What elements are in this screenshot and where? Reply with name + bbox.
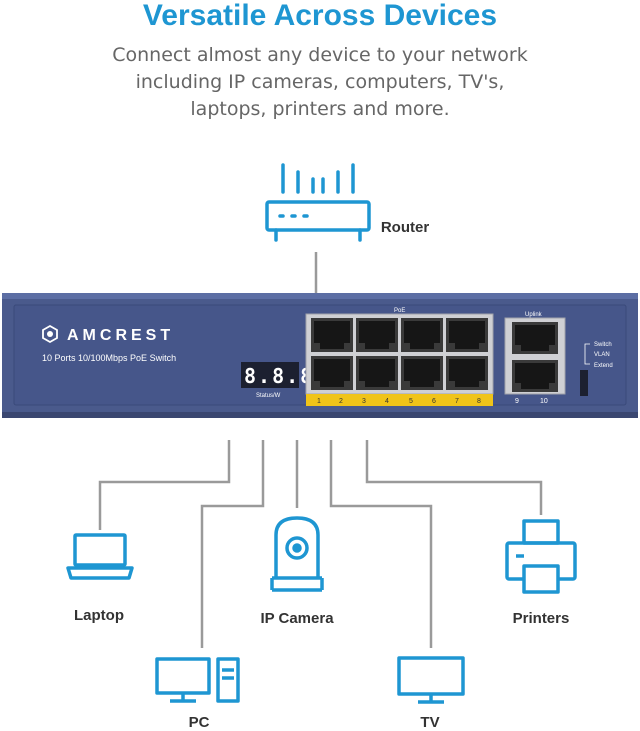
ip-camera-label: IP Camera [260, 610, 334, 627]
poe-ports [311, 318, 488, 390]
ethernet-port [446, 318, 488, 352]
printer-connector [365, 440, 543, 515]
port-number: 3 [362, 398, 366, 405]
printer-icon [505, 519, 577, 594]
page-subtitle: Connect almost any device to your networ… [0, 42, 640, 123]
router-icon [265, 163, 371, 242]
pc-label: PC [188, 714, 210, 731]
subtitle-line-1: Connect almost any device to your networ… [112, 44, 528, 66]
ethernet-port [311, 318, 353, 352]
mode-selector [580, 370, 588, 396]
port-numbers: 1 2 3 4 5 6 7 8 [317, 398, 481, 405]
network-switch: AMCREST 10 Ports 10/100Mbps PoE Switch 8… [2, 293, 638, 418]
port-number: 2 [339, 398, 343, 405]
brand-name: AMCREST [67, 327, 174, 344]
port-number: 4 [385, 398, 389, 405]
ethernet-port [401, 318, 443, 352]
ethernet-port [356, 318, 398, 352]
amcrest-logo: AMCREST [42, 324, 174, 344]
status-display [241, 362, 299, 388]
router-label: Router [380, 219, 430, 236]
ethernet-port [512, 360, 558, 392]
tv-connector [329, 440, 433, 648]
ethernet-port [401, 356, 443, 390]
printers-label: Printers [512, 610, 570, 627]
ethernet-port [512, 322, 558, 354]
switch-model: 10 Ports 10/100Mbps PoE Switch [42, 353, 176, 363]
port-number: 8 [477, 398, 481, 405]
uplink-number: 9 [515, 398, 519, 405]
ip-camera-icon [270, 516, 324, 592]
port-number: 1 [317, 398, 321, 405]
subtitle-line-2: including IP cameras, computers, TV's, [135, 71, 505, 93]
status-label: Status/W [256, 393, 281, 399]
port-number: 5 [409, 398, 413, 405]
mode-option: Extend [594, 363, 613, 369]
ethernet-port [356, 356, 398, 390]
ethernet-port [311, 356, 353, 390]
port-number: 6 [432, 398, 436, 405]
subtitle-line-3: laptops, printers and more. [190, 98, 450, 120]
page-title: Versatile Across Devices [142, 0, 498, 32]
laptop-connector [98, 440, 231, 530]
pc-icon [155, 657, 240, 703]
connector-lines [98, 252, 543, 648]
mode-option: Switch [594, 342, 612, 348]
port-number: 7 [455, 398, 459, 405]
mode-option: VLAN [594, 352, 610, 358]
mode-labels: Switch VLAN Extend [594, 342, 613, 369]
tv-icon [397, 656, 465, 704]
uplink-ports [512, 322, 558, 392]
uplink-label: Uplink [525, 312, 543, 318]
pc-connector [200, 440, 265, 648]
poe-number-strip [306, 394, 493, 406]
ethernet-port [446, 356, 488, 390]
uplink-number: 10 [540, 398, 548, 405]
laptop-label: Laptop [74, 607, 124, 624]
laptop-icon [66, 533, 134, 580]
tv-label: TV [420, 714, 440, 731]
poe-label: PoE [394, 308, 405, 314]
display-digits: 8.8.8 [244, 364, 314, 388]
